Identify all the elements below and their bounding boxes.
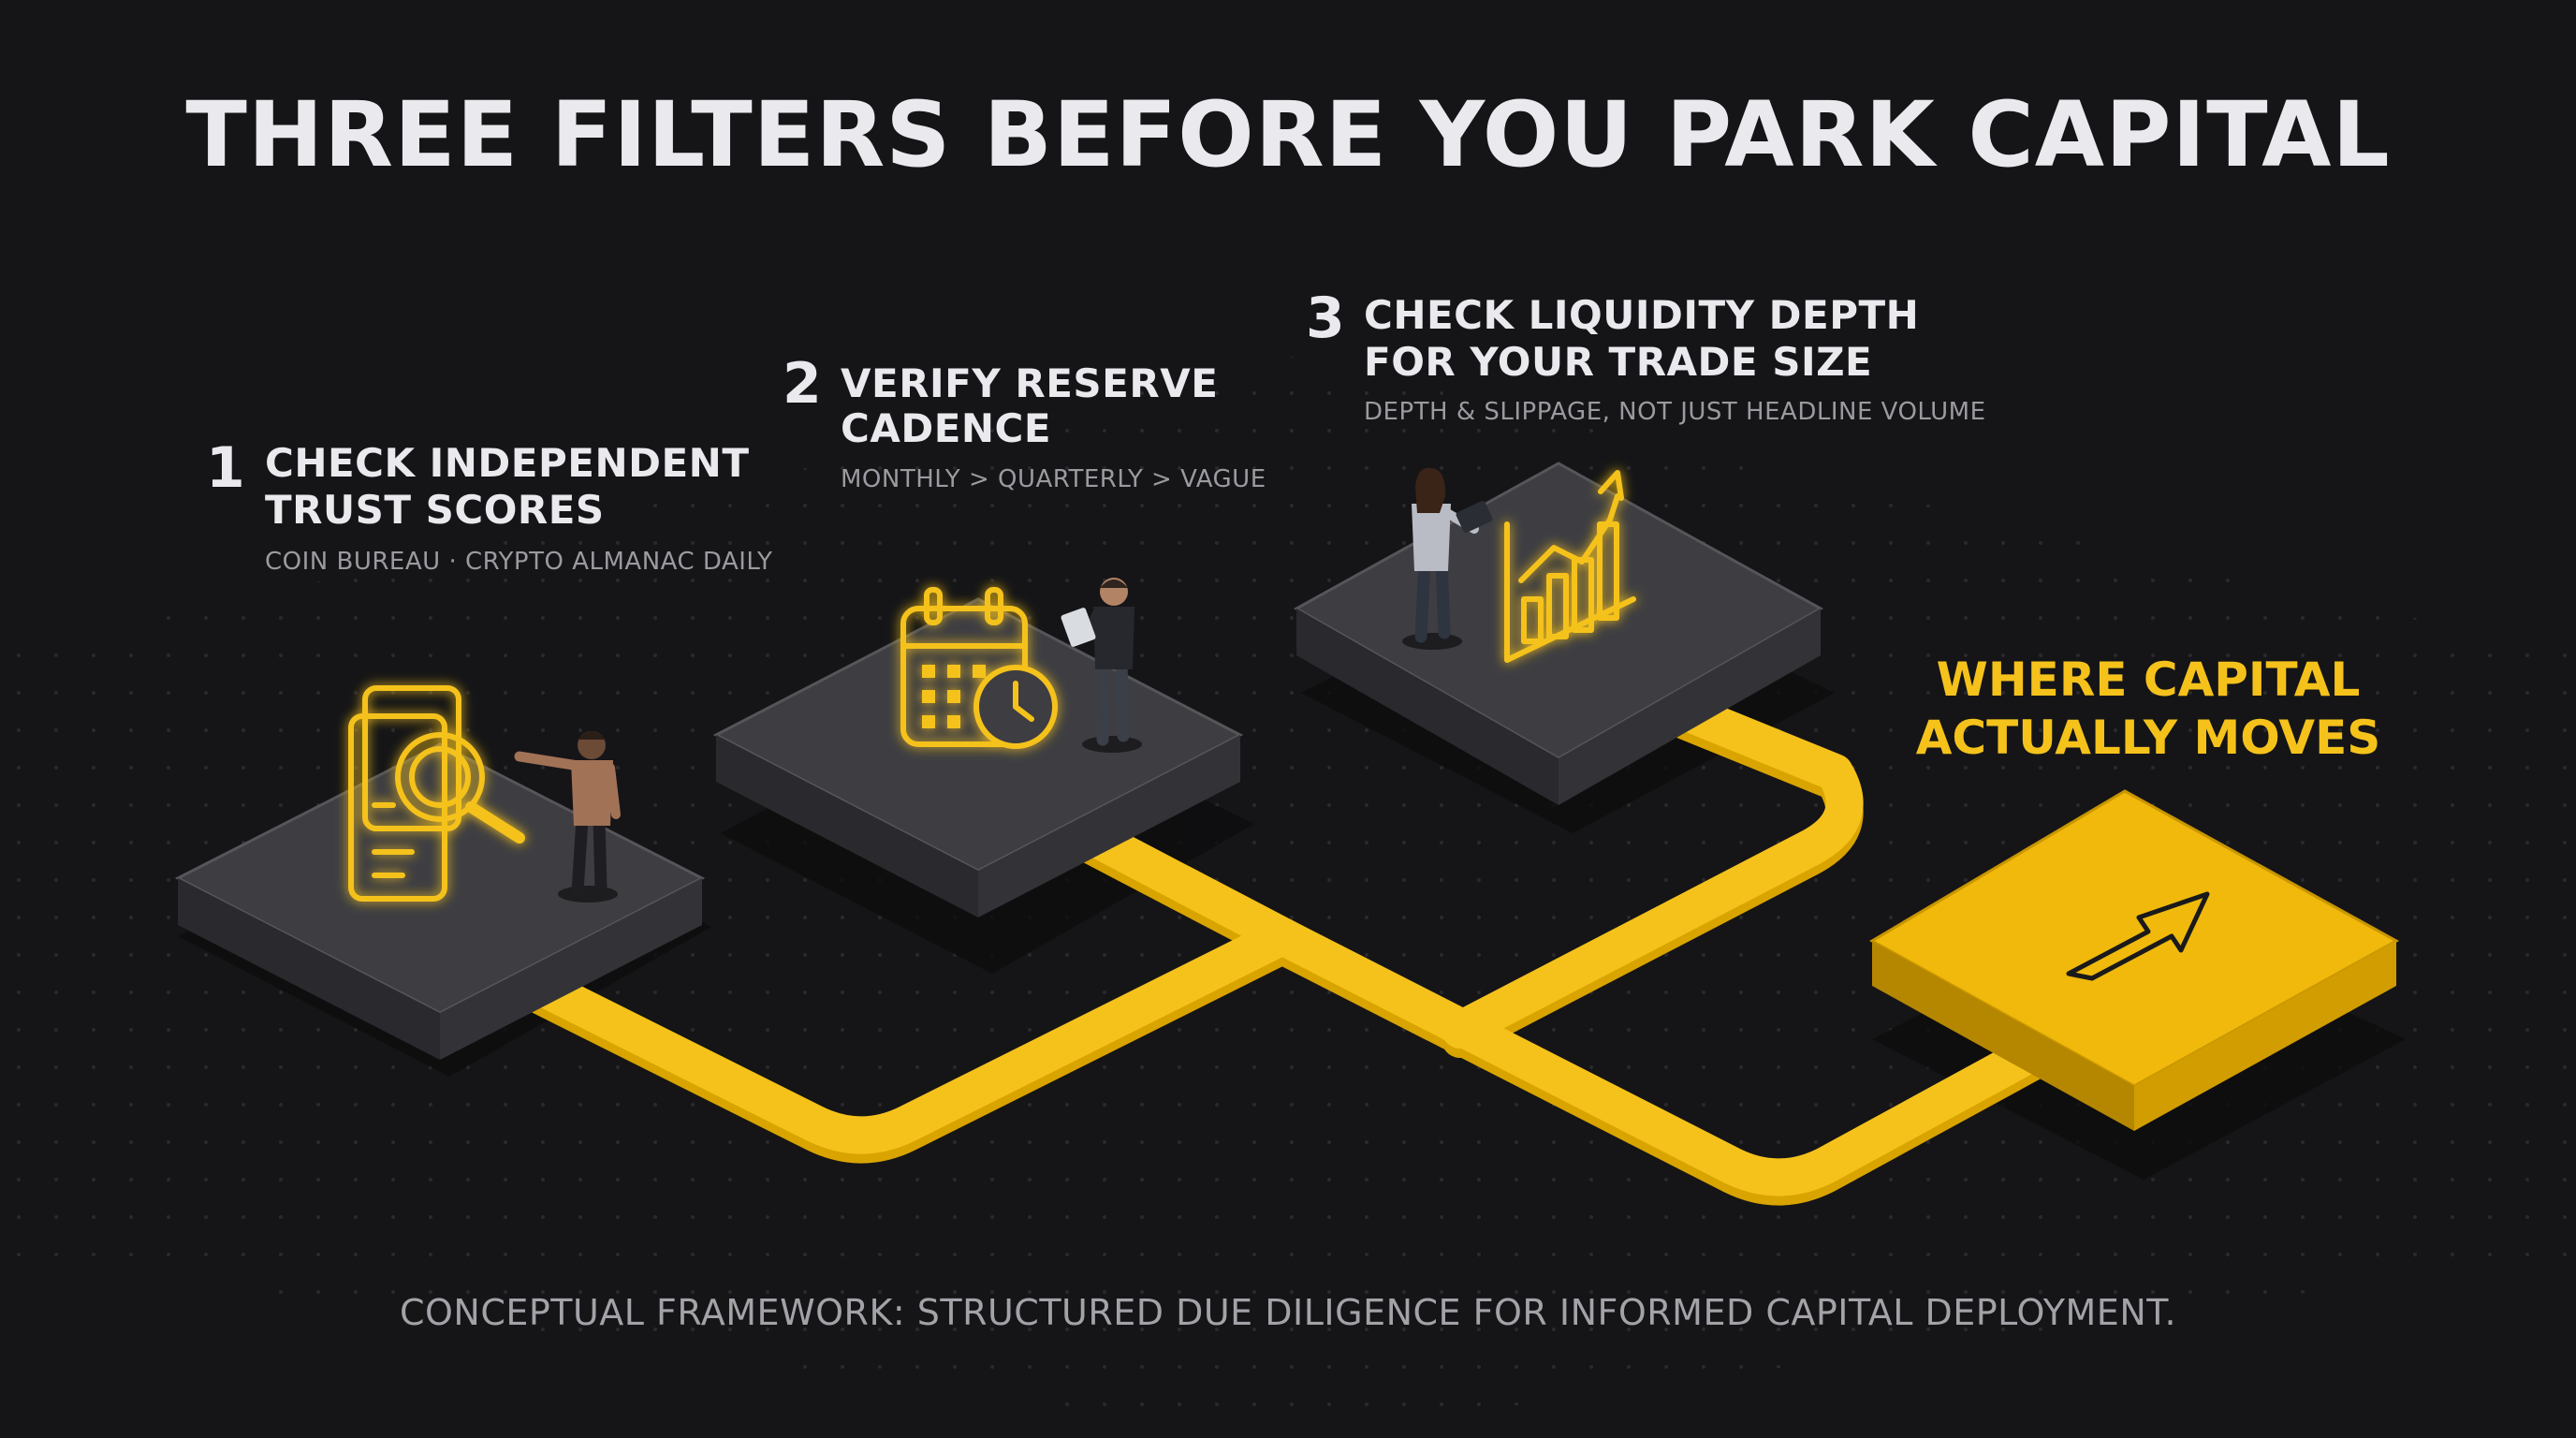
person-with-clipboard-figure [1061, 578, 1142, 753]
step-1-number: 1 [206, 435, 245, 501]
step-2-subtitle: MONTHLY > QUARTERLY > VAGUE [841, 465, 1266, 493]
document-magnifier-icon [348, 685, 525, 902]
step-3-subtitle: DEPTH & SLIPPAGE, NOT JUST HEADLINE VOLU… [1364, 398, 1986, 426]
destination-label-line2: ACTUALLY MOVES [1915, 711, 2381, 765]
destination-label-line1: WHERE CAPITAL [1936, 653, 2361, 707]
step-3-title-line1: CHECK LIQUIDITY DEPTH [1364, 292, 1920, 338]
person-with-laptop-figure [1402, 467, 1493, 650]
step-3-number: 3 [1306, 286, 1345, 351]
step-2-number: 2 [783, 351, 822, 417]
step-1-subtitle: COIN BUREAU · CRYPTO ALMANAC DAILY [265, 548, 773, 576]
page-title: THREE FILTERS BEFORE YOU PARK CAPITAL [185, 82, 2391, 187]
footer-caption: CONCEPTUAL FRAMEWORK: STRUCTURED DUE DIL… [399, 1292, 2177, 1333]
arrow-up-right-icon [2066, 891, 2210, 981]
capital-path [515, 693, 2050, 1206]
step-1-title-line1: CHECK INDEPENDENT [265, 440, 750, 486]
step-2-title-line1: VERIFY RESERVE [841, 360, 1219, 406]
step-3-title-line2: FOR YOUR TRADE SIZE [1364, 339, 1873, 385]
dotted-floor [0, 356, 2576, 1438]
bar-chart-trend-icon [1504, 470, 1636, 663]
person-pointing-figure [514, 731, 621, 902]
calendar-clock-icon [900, 587, 1058, 749]
step-1-title-line2: TRUST SCORES [265, 487, 605, 533]
step-2-title-line2: CADENCE [841, 405, 1052, 451]
